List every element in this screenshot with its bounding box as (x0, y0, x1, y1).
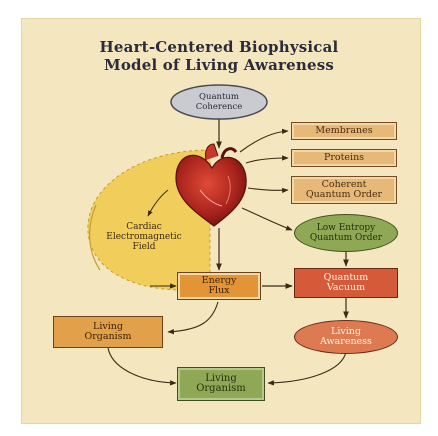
quantum-vacuum-box: Quantum Vacuum (294, 268, 398, 298)
living-organism-bottom-line2: Organism (196, 383, 246, 394)
proteins-box: Proteins (291, 149, 397, 167)
coherent-line2: Quantum Order (305, 189, 383, 200)
arrow-energy-organism (167, 301, 219, 335)
energy-flux-box: Energy Flux (177, 272, 261, 300)
living-organism-left-box: Living Organism (53, 316, 163, 348)
quantum-vacuum-line1: Quantum (323, 272, 369, 283)
coherent-line1: Coherent (321, 179, 367, 190)
low-entropy-line2: Quantum Order (309, 233, 383, 243)
quantum-coherence-line1: Quantum (199, 92, 239, 102)
membranes-box: Membranes (291, 122, 397, 140)
cardiac-line1: Cardiac (126, 222, 162, 232)
arrow-heart-lowentropy (241, 207, 293, 231)
arrow-heart-membranes (239, 128, 289, 153)
cardiac-field-label: Cardiac Electromagnetic Field (92, 222, 196, 252)
title-line-1: Heart-Centered Biophysical (99, 38, 339, 56)
membranes-label: Membranes (315, 125, 373, 136)
quantum-vacuum-line2: Vacuum (326, 282, 366, 293)
low-entropy-line1: Low Entropy (316, 223, 376, 233)
cardiac-line3: Field (132, 242, 156, 252)
living-awareness-line1: Living (331, 326, 361, 337)
living-organism-bottom-line1: Living (205, 373, 237, 384)
low-entropy-quantum-order-oval: Low Entropy Quantum Order (294, 214, 398, 252)
arrow-heart-coherent (247, 187, 289, 194)
energy-flux-line1: Energy (201, 275, 237, 286)
quantum-coherence-line2: Coherence (195, 102, 243, 112)
heart-illustration (175, 143, 247, 227)
living-awareness-oval: Living Awareness (294, 320, 398, 354)
living-organism-left-line1: Living (93, 321, 123, 332)
field-arc-left (89, 204, 101, 271)
arrow-awareness-bottom (267, 351, 347, 386)
living-awareness-line2: Awareness (320, 336, 372, 347)
energy-flux-line2: Flux (208, 285, 230, 296)
arrow-heart-proteins (245, 155, 289, 164)
field-arc-inner (147, 189, 169, 217)
arrow-organism-bottom (107, 347, 177, 386)
title-line-2: Model of Living Awareness (104, 56, 334, 74)
quantum-coherence-node: Quantum Coherence (171, 88, 267, 116)
proteins-label: Proteins (323, 152, 365, 163)
living-organism-left-line2: Organism (84, 331, 132, 342)
cardiac-line2: Electromagnetic (106, 232, 182, 242)
living-organism-bottom-box: Living Organism (177, 367, 265, 401)
coherent-quantum-order-box: Coherent Quantum Order (291, 176, 397, 204)
